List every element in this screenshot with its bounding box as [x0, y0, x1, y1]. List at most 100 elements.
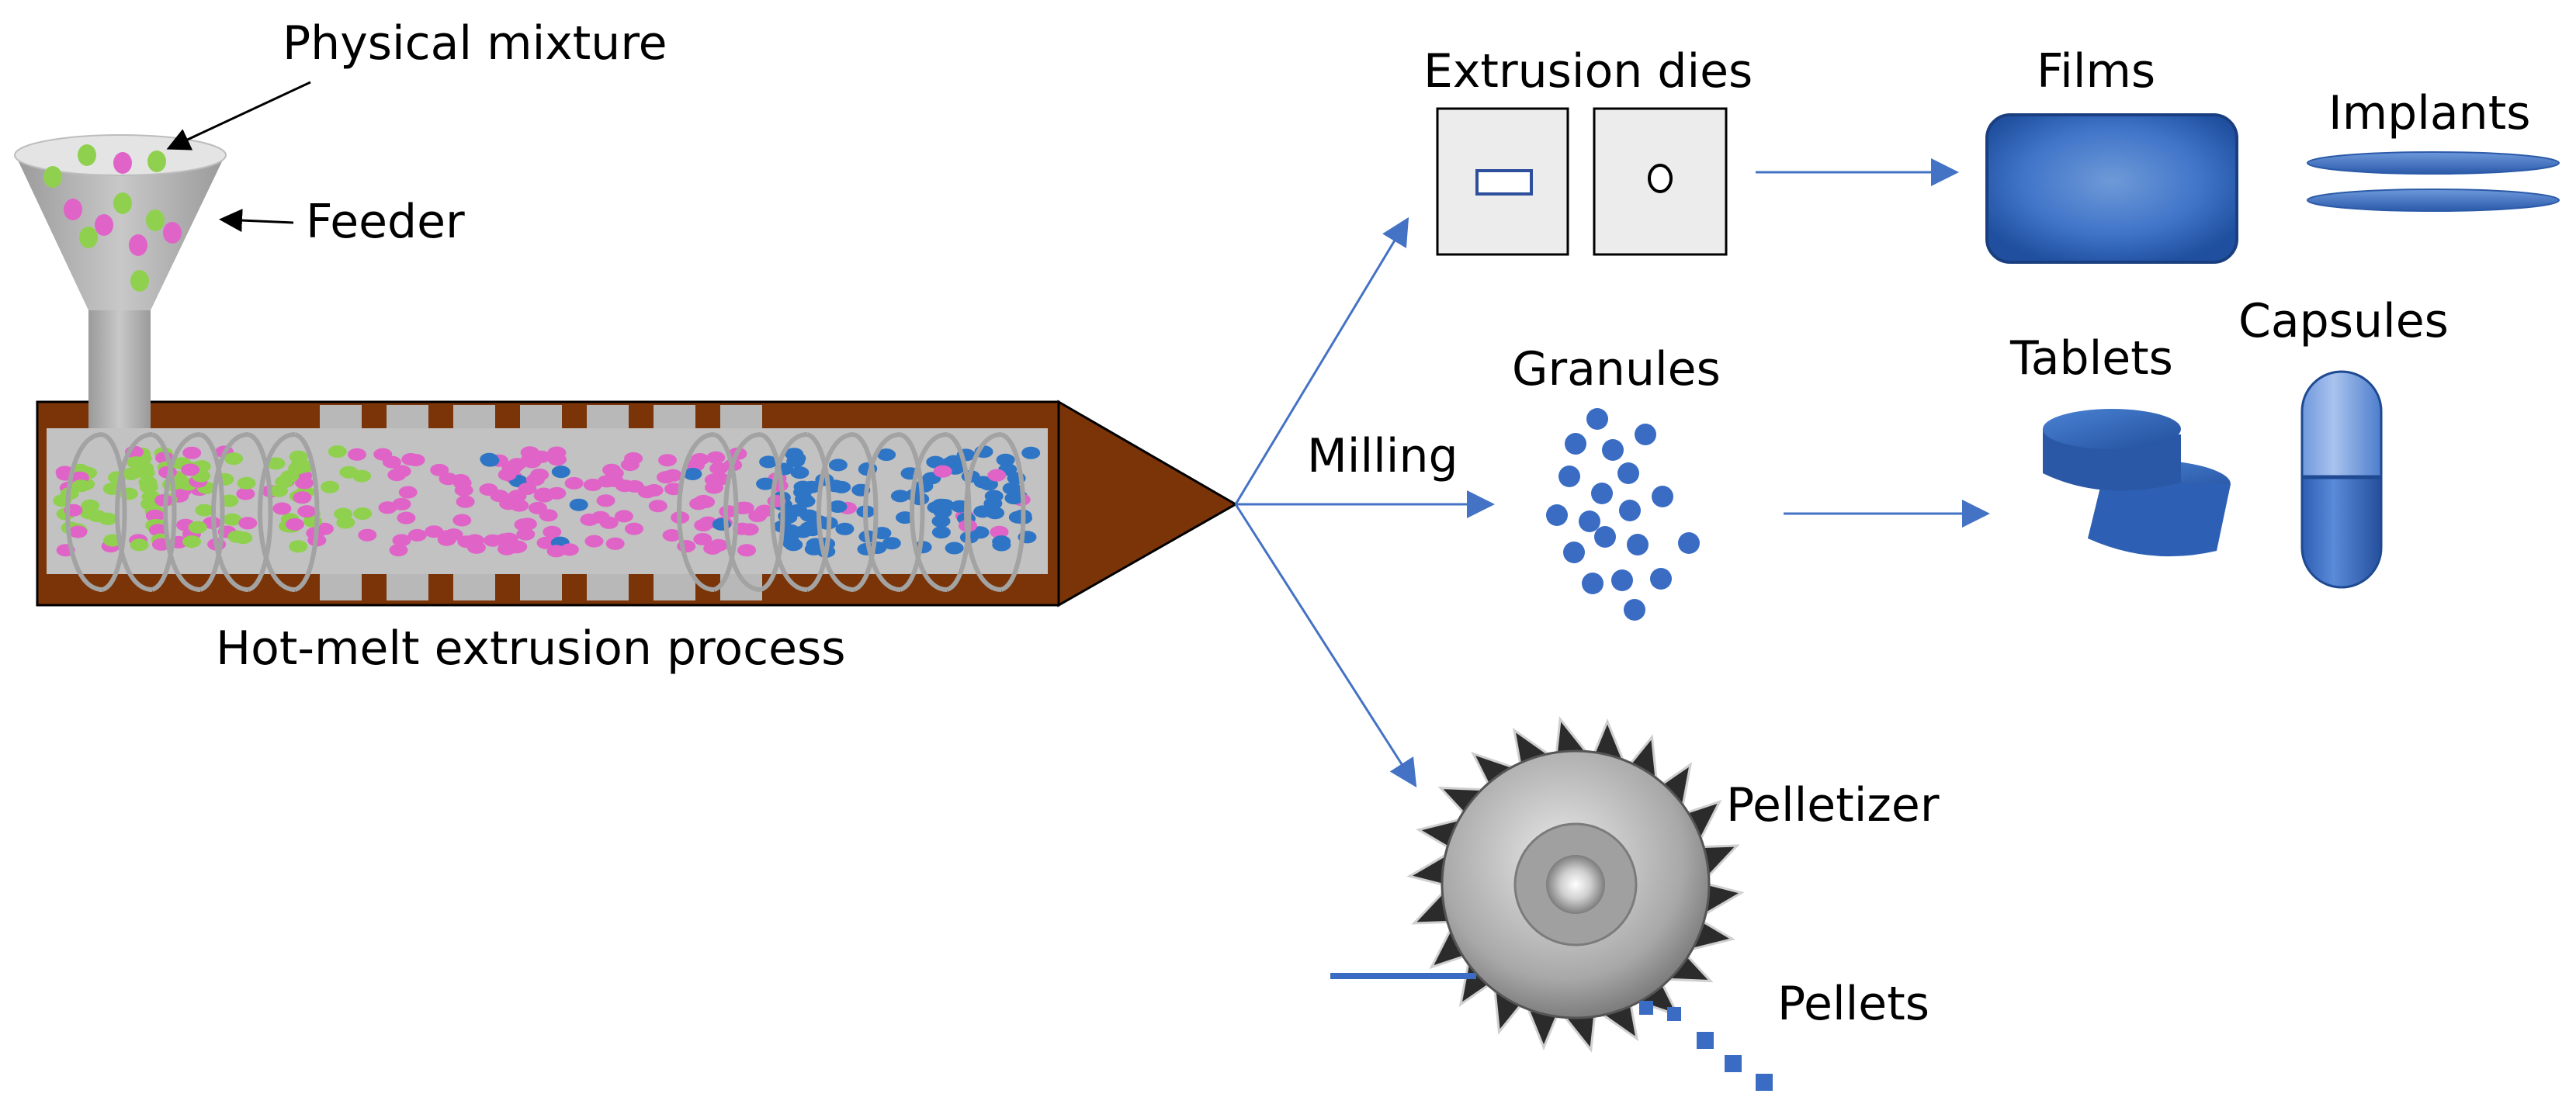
granule: [1617, 462, 1639, 484]
material-particle: [334, 507, 353, 521]
heating-zone-top: [654, 405, 695, 428]
screw-flight-front: [1000, 432, 1026, 592]
pelletizer-blade: [1555, 716, 1589, 754]
pellet: [1756, 1074, 1773, 1091]
material-particle: [658, 454, 677, 467]
extrusion-dies: [1436, 107, 1728, 256]
screw-flight-back: [816, 432, 855, 592]
material-particle: [136, 466, 155, 479]
label-hot-melt-extrusion: Hot-melt extrusion process: [216, 621, 846, 676]
material-particle: [992, 535, 1011, 549]
material-particle: [683, 468, 702, 480]
material-particle: [693, 533, 712, 545]
material-particle: [295, 460, 314, 473]
feeder-hopper: [14, 134, 227, 428]
material-particle: [756, 477, 775, 490]
material-particle: [543, 525, 562, 538]
screw-flight-back: [863, 432, 901, 592]
feeder-particle: [163, 222, 182, 244]
material-particle: [339, 465, 359, 479]
material-particle: [353, 507, 373, 520]
material-particle: [293, 491, 312, 504]
material-particle: [706, 451, 726, 464]
feeder-particle: [147, 151, 166, 172]
material-particle: [583, 479, 602, 491]
material-particle: [234, 531, 253, 545]
material-particle: [599, 516, 619, 529]
material-particle: [547, 446, 567, 459]
extruder: [36, 400, 1239, 607]
material-particle: [1004, 492, 1024, 505]
material-particle: [990, 525, 1009, 538]
material-particle: [504, 461, 523, 474]
granule: [1563, 542, 1585, 563]
capsule-icon: [2300, 370, 2383, 589]
material-particle: [484, 534, 502, 547]
screw-flights: [65, 432, 1026, 592]
heating-zone-bottom: [453, 574, 495, 600]
material-particle: [795, 493, 813, 506]
material-particle: [1021, 446, 1041, 459]
material-particle: [664, 469, 682, 482]
granule: [1546, 504, 1568, 526]
material-particle: [605, 537, 625, 550]
granule: [1602, 439, 1624, 461]
material-particle: [238, 517, 258, 530]
material-particle: [148, 524, 168, 537]
material-particle: [397, 511, 416, 524]
material-particle: [289, 540, 308, 553]
die-slit-opening: [1475, 169, 1533, 196]
material-particle: [280, 470, 300, 483]
material-particle: [518, 517, 537, 531]
screw-flight-front: [293, 432, 320, 592]
heating-zone-bottom: [587, 574, 629, 600]
granule: [1650, 568, 1672, 590]
material-particle: [439, 472, 458, 486]
screw-flight-front: [759, 432, 785, 592]
heating-zone-top: [587, 405, 629, 428]
material-particle: [602, 463, 622, 476]
material-particle: [358, 528, 377, 542]
barrel-heating-zones: [320, 405, 762, 600]
heating-zone-top: [520, 405, 562, 428]
tablet-2-body: [2088, 479, 2231, 557]
material-particle: [890, 490, 910, 503]
material-particle: [564, 476, 584, 490]
material-particle: [536, 536, 556, 549]
material-particle: [237, 476, 256, 490]
material-particle: [973, 505, 993, 518]
material-particle: [71, 479, 91, 493]
pellet: [1697, 1032, 1714, 1049]
label-feeder: Feeder: [306, 195, 465, 249]
material-particle: [456, 495, 475, 508]
screw-flight-front: [101, 432, 127, 592]
implant-rod-1: [2307, 151, 2560, 175]
granule: [1624, 599, 1645, 621]
material-particle: [926, 455, 945, 469]
tablets-icon: [2043, 409, 2231, 557]
material-particle: [882, 537, 901, 550]
pellet: [1667, 1007, 1681, 1021]
material-particle: [694, 519, 713, 531]
screw-flight-back: [163, 432, 201, 592]
material-particle: [987, 469, 1007, 482]
material-particle: [984, 490, 1004, 503]
material-particle: [996, 453, 1015, 466]
material-particle: [896, 511, 914, 524]
material-particle: [348, 448, 366, 461]
material-particle: [625, 522, 643, 535]
material-particle: [754, 504, 774, 517]
material-particle: [828, 459, 848, 472]
pelletizer-hub: [1546, 855, 1605, 914]
material-particle: [782, 536, 801, 549]
screw-flight-front: [712, 432, 739, 592]
material-particle: [392, 497, 411, 510]
material-particle: [295, 476, 314, 490]
feeder-pointer: [219, 209, 294, 233]
feeder-particle: [78, 144, 96, 166]
pellet: [1639, 1001, 1653, 1015]
material-particle: [181, 463, 200, 476]
feeder-particle: [64, 199, 82, 220]
